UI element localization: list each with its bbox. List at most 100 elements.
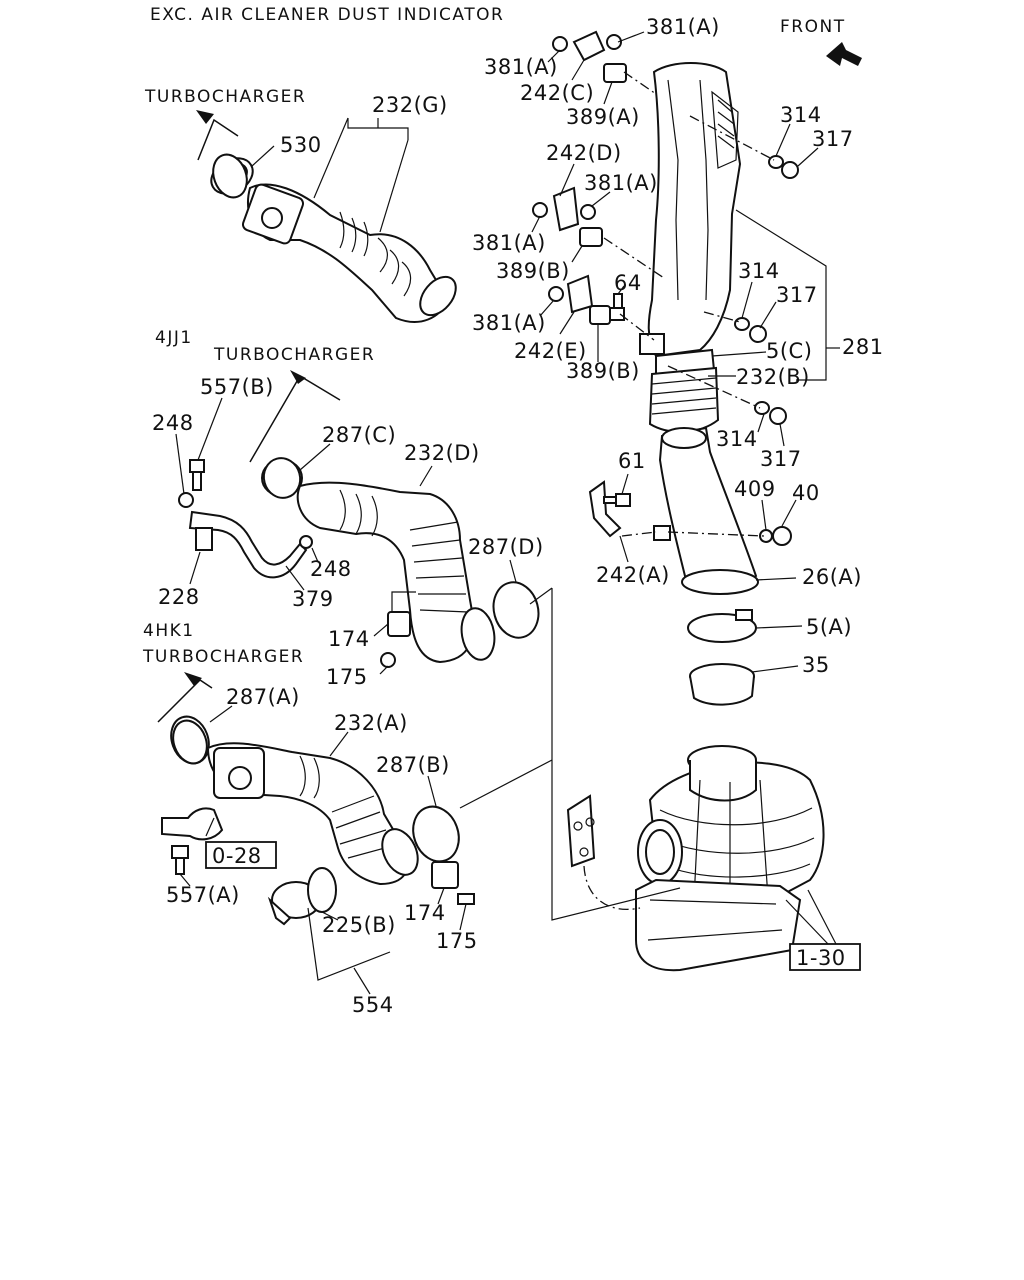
grommet-389a: [603, 63, 627, 83]
diagram-title: EXC. AIR CLEANER DUST INDICATOR: [150, 5, 504, 25]
pipe-379: [188, 510, 308, 579]
label-232d: 232(D): [404, 441, 480, 465]
label-242c: 242(C): [520, 81, 594, 105]
bracket-242d: [552, 186, 580, 232]
ref-028[interactable]: 0-28: [212, 844, 262, 868]
bolt-175-low: [457, 893, 475, 905]
grommet-389b-low: [589, 305, 611, 325]
label-314-low: 314: [716, 427, 758, 451]
clamp-5a: [687, 609, 757, 643]
seal-35: [689, 663, 755, 706]
label-281: 281: [842, 335, 884, 359]
bracket-242e: [566, 274, 594, 314]
grommet-389b-top: [579, 227, 603, 247]
label-557a: 557(A): [166, 883, 240, 907]
label-554: 554: [352, 993, 394, 1017]
engine-label-4jj1: 4JJ1: [155, 328, 193, 348]
clamp-287d: [492, 581, 540, 639]
label-381a-mid2: 381(A): [472, 231, 546, 255]
label-175-low: 175: [436, 929, 478, 953]
label-389a: 389(A): [566, 105, 640, 129]
washer-314-mid: [734, 317, 750, 331]
nut-381a-top: [606, 34, 622, 50]
label-5a: 5(A): [806, 615, 852, 639]
label-248-top: 248: [152, 411, 194, 435]
label-232a: 232(A): [334, 711, 408, 735]
label-389b-top: 389(B): [496, 259, 570, 283]
label-381a-mid: 381(A): [584, 171, 658, 195]
bellows-232b: [648, 366, 720, 433]
ref-130[interactable]: 1-30: [796, 946, 846, 970]
label-381a-top: 381(A): [646, 15, 720, 39]
turbo-direction-arrow-low: [157, 672, 213, 723]
label-314-top: 314: [780, 103, 822, 127]
front-arrow-icon: [826, 42, 862, 66]
turbocharger-label-top: TURBOCHARGER: [144, 87, 306, 107]
air-cleaner-bracket: [566, 794, 802, 972]
label-174-low: 174: [404, 901, 446, 925]
bolt-61: [603, 493, 631, 507]
nut-381a-mid2: [532, 202, 548, 218]
nut-381a-mid: [580, 204, 596, 220]
bolt-557b: [189, 459, 205, 491]
washer-409: [759, 529, 773, 543]
ref-box-028[interactable]: [205, 841, 277, 869]
label-26a: 26(A): [802, 565, 862, 589]
nut-40: [772, 526, 792, 546]
label-287c: 287(C): [322, 423, 396, 447]
nut-381a-low: [548, 286, 564, 302]
label-317-mid: 317: [776, 283, 818, 307]
label-61: 61: [618, 449, 646, 473]
clip-248-low: [299, 535, 313, 549]
turbo-direction-arrow-top: [196, 110, 239, 161]
label-381a-low: 381(A): [472, 311, 546, 335]
bracket-228: [195, 527, 213, 551]
label-35: 35: [802, 653, 830, 677]
label-379: 379: [292, 587, 334, 611]
turbocharger-label-low: TURBOCHARGER: [142, 647, 304, 667]
bolt-557a: [171, 845, 189, 875]
turbocharger-label-mid: TURBOCHARGER: [213, 345, 375, 365]
clamp-287b: [412, 805, 460, 863]
label-225b: 225(B): [322, 913, 396, 937]
sensor-174-low: [431, 861, 459, 889]
nut-317-low: [769, 407, 787, 425]
label-228: 228: [158, 585, 200, 609]
front-label: FRONT: [780, 17, 846, 37]
ref-box-130[interactable]: [789, 943, 861, 971]
label-175-mid: 175: [326, 665, 368, 689]
bolt-175-mid: [380, 652, 396, 668]
clip-248-top: [178, 492, 194, 508]
clamp-287c: [262, 457, 302, 499]
clamp-287a: [172, 719, 208, 765]
washer-314-top: [768, 155, 784, 169]
label-530: 530: [280, 133, 322, 157]
clamp-530: [212, 153, 248, 199]
label-314-mid: 314: [738, 259, 780, 283]
nut-381a-left: [552, 36, 568, 52]
label-242a: 242(A): [596, 563, 670, 587]
bracket-242a: [588, 480, 622, 538]
label-409: 409: [734, 477, 776, 501]
label-5c: 5(C): [766, 339, 812, 363]
washer-314-low: [754, 401, 770, 415]
duct-26a: [653, 426, 759, 595]
label-389b-low: 389(B): [566, 359, 640, 383]
pipe-fitting: [161, 807, 224, 841]
label-557b: 557(B): [200, 375, 274, 399]
engine-label-4hk1: 4HK1: [143, 621, 195, 641]
label-232b: 232(B): [736, 365, 810, 389]
turbo-direction-arrow-mid: [249, 370, 341, 463]
label-317-top: 317: [812, 127, 854, 151]
air-duct-281: [639, 62, 742, 358]
label-287b: 287(B): [376, 753, 450, 777]
nut-317-mid: [749, 325, 767, 343]
label-232g: 232(G): [372, 93, 448, 117]
label-287d: 287(D): [468, 535, 544, 559]
bracket-242c: [572, 30, 606, 62]
hose-232a: [170, 715, 419, 886]
label-40: 40: [792, 481, 820, 505]
label-287a: 287(A): [226, 685, 300, 709]
label-242d: 242(D): [546, 141, 622, 165]
